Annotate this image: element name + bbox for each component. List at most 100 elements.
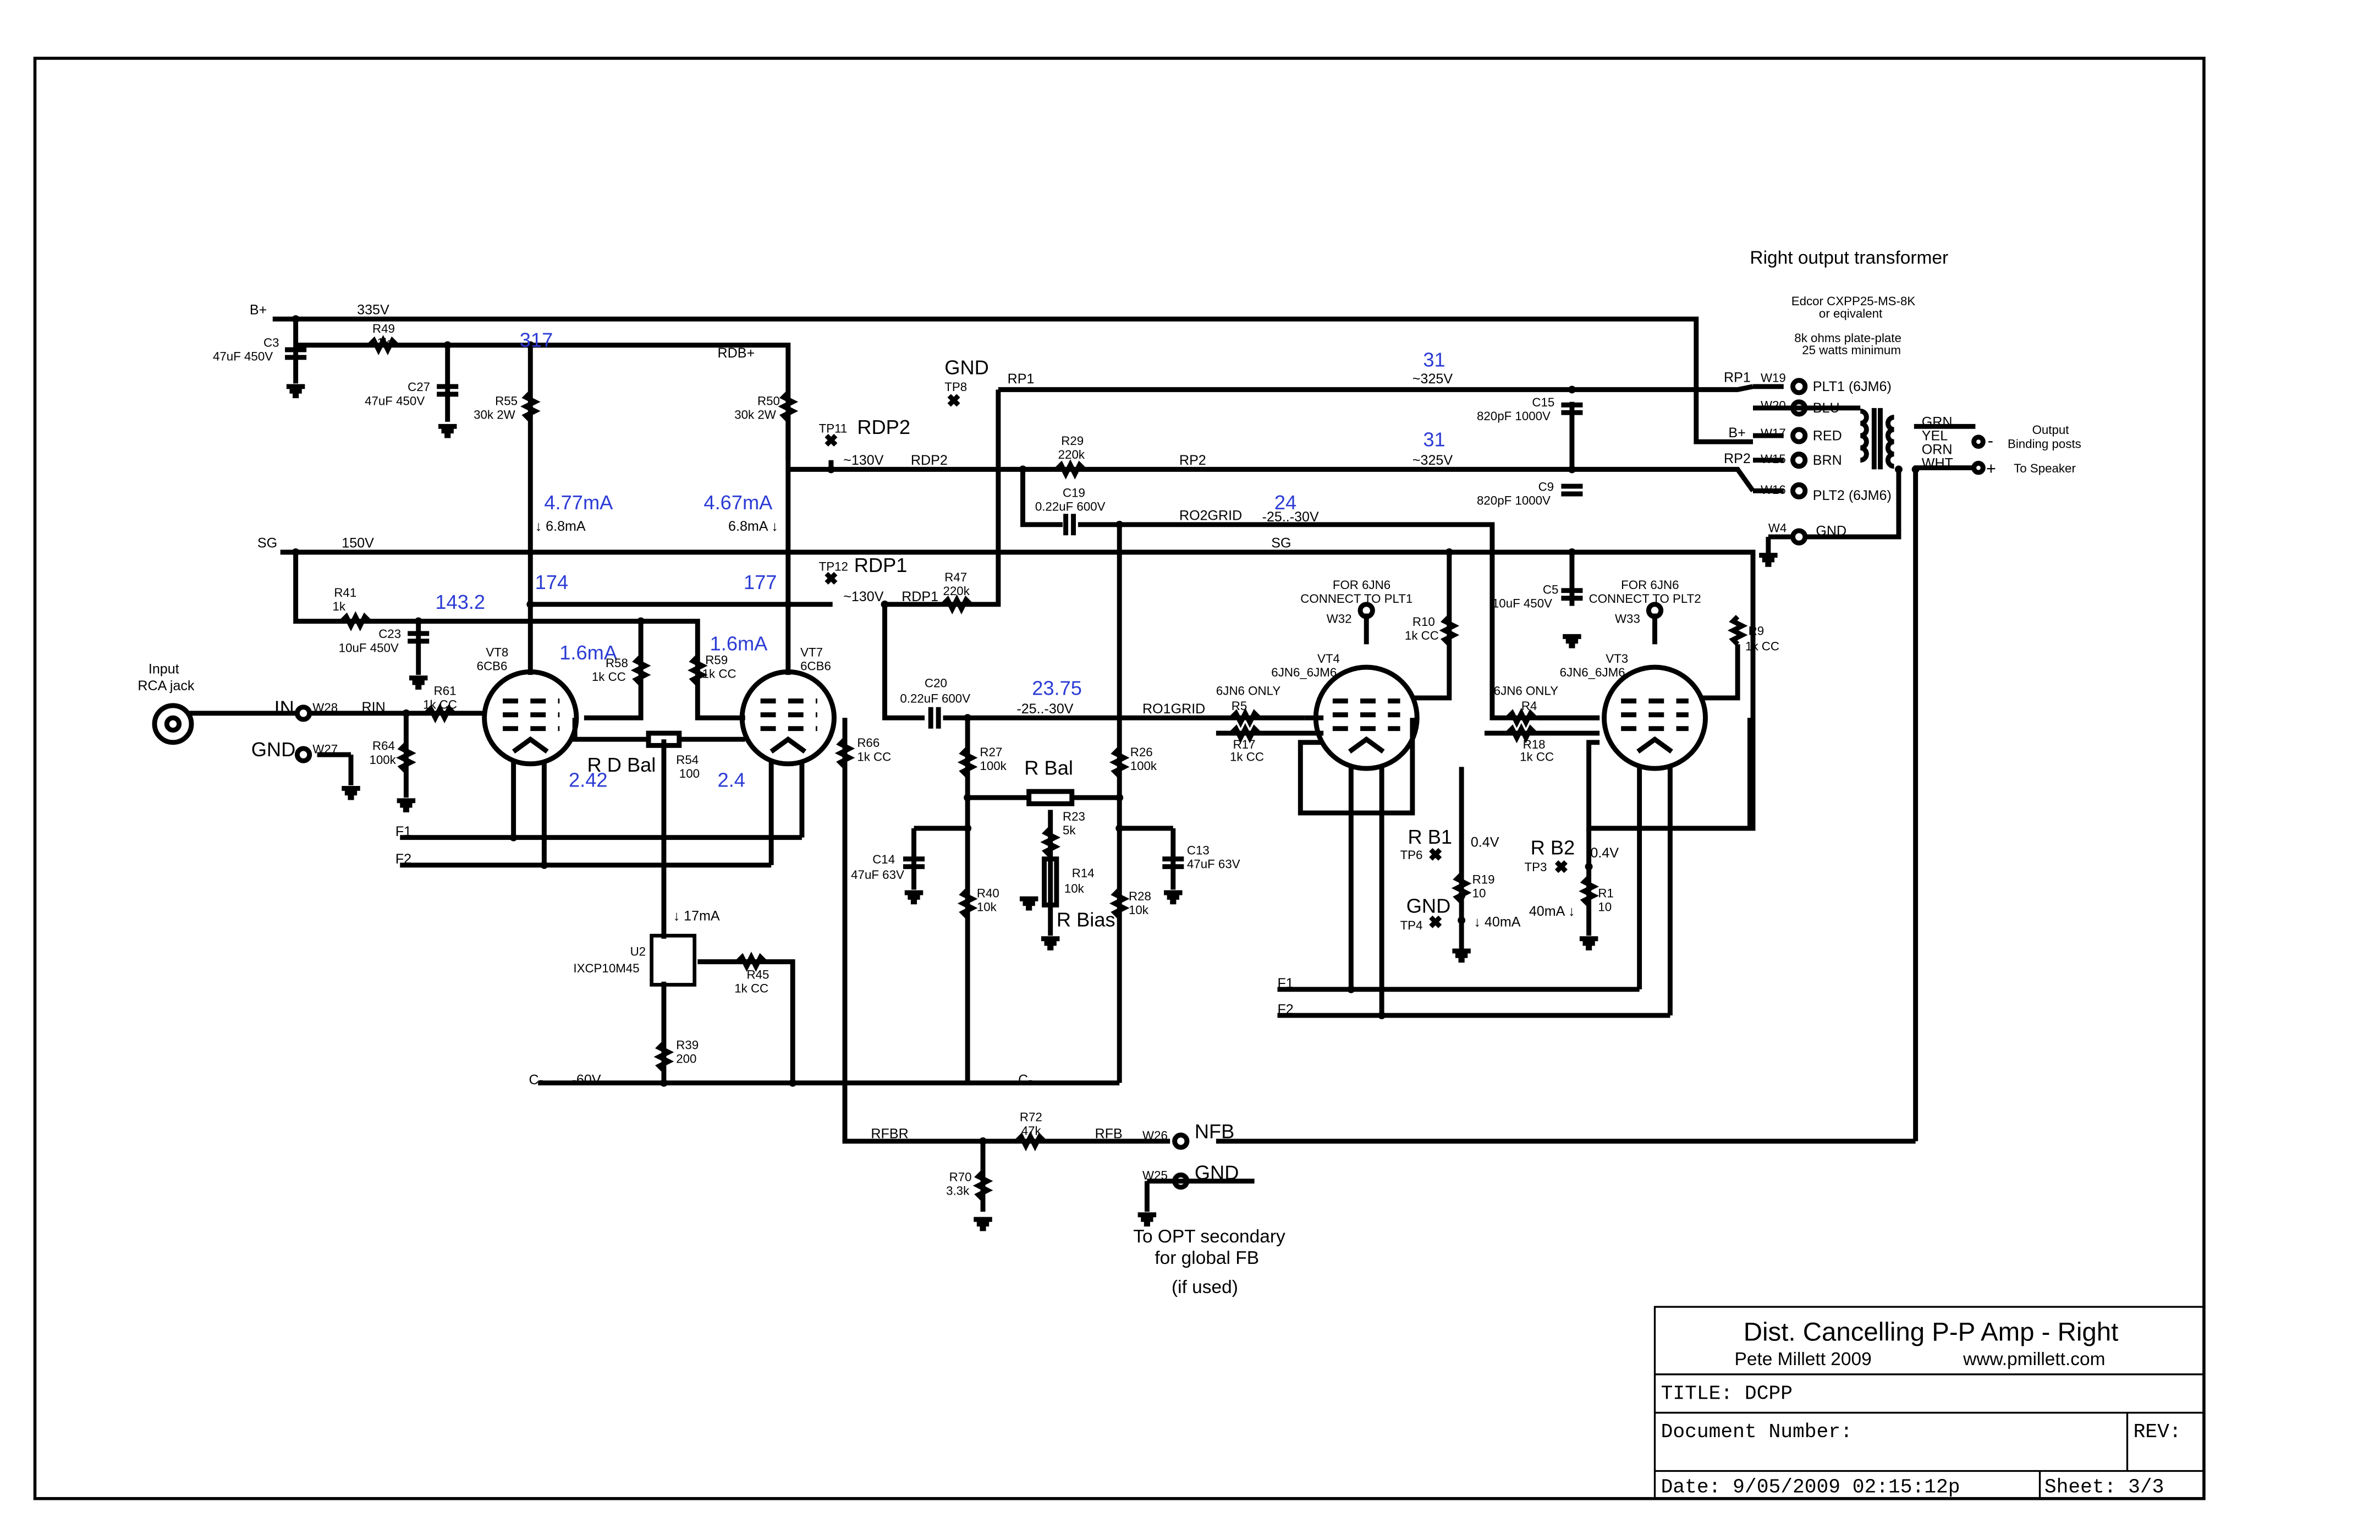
xfmr-out2: Binding posts [2008, 437, 2081, 450]
note-rb1: R B1 [1408, 826, 1453, 848]
xfmr-brn: BRN [1813, 453, 1842, 468]
note-i40b: ↓ 40mA [1474, 914, 1520, 930]
ref-r72: R72 [1020, 1110, 1042, 1124]
wire-w4 [1790, 528, 1808, 546]
ref-r26: R26 [1130, 745, 1153, 759]
note-if-used: (if used) [1172, 1277, 1238, 1297]
pot-r54 [646, 730, 682, 748]
xfmr-orn: ORN [1922, 442, 1953, 457]
wire-label-w28: W28 [312, 701, 338, 714]
meas-2-4: 2.4 [718, 769, 745, 791]
wire-label-w26: W26 [1142, 1129, 1168, 1142]
ref-r9: R9 [1749, 624, 1765, 638]
note-global-fb: for global FB [1155, 1248, 1259, 1268]
val-r47: 220k [943, 584, 970, 598]
resistor-r66 [834, 738, 855, 769]
note-for6jn6a: FOR 6JN6 [1333, 578, 1390, 592]
resistor-r10 [1439, 614, 1460, 646]
note-input: Input [149, 661, 179, 676]
wire-w27 [294, 746, 312, 763]
resistor-r23 [1040, 826, 1061, 858]
wire-label-w27: W27 [312, 742, 338, 756]
ref-r50: R50 [757, 394, 780, 408]
ref-r39: R39 [676, 1038, 699, 1052]
note-rb2: R B2 [1531, 836, 1575, 859]
val-r19: 10 [1472, 886, 1486, 900]
xfmr-out1: Output [2032, 423, 2070, 437]
label-150v: 150V [342, 536, 374, 551]
resistor-r70 [972, 1170, 993, 1202]
testpoint-tp6 [1429, 848, 1442, 861]
meas-143-2: 143.2 [435, 591, 485, 613]
resistors [340, 335, 1748, 1202]
val-r39: 200 [676, 1052, 696, 1066]
ref-c14: C14 [872, 853, 895, 866]
val-r29: 220k [1058, 448, 1085, 461]
note-i6-8b: 6.8mA ↓ [728, 519, 778, 534]
note-rbias: R Bias [1057, 908, 1115, 931]
resistor-r64 [396, 742, 416, 773]
meas-317: 317 [520, 328, 553, 351]
resistor-r29 [1054, 459, 1086, 480]
val-c27: 47uF 450V [365, 394, 425, 408]
resistor-r59 [687, 654, 708, 686]
val-r45: 1k CC [734, 981, 768, 995]
ref-r40: R40 [977, 886, 999, 900]
ref-r41: R41 [334, 586, 356, 600]
ref-r23: R23 [1063, 810, 1085, 823]
xfmr-out3: To Speaker [2014, 461, 2076, 475]
val-r54: 100 [679, 767, 700, 780]
note-25-30a: -25..-30V [1262, 509, 1319, 525]
val-r18: 1k CC [1520, 750, 1554, 763]
website-text: www.pmillett.com [1963, 1349, 2105, 1370]
val-c23: 10uF 450V [339, 641, 399, 654]
capacitor-c20 [928, 707, 941, 729]
label-rp1b: RP1 [1724, 370, 1751, 385]
label-cminus: C- [529, 1072, 543, 1088]
ref-c13: C13 [1187, 843, 1210, 857]
wire-w32 [1357, 602, 1375, 619]
resistor-r9 [1727, 614, 1748, 646]
wire-w15 [1790, 452, 1808, 469]
note-conn2: CONNECT TO PLT2 [1589, 592, 1701, 606]
note-v04a: 0.4V [1471, 834, 1499, 850]
label-f1: F1 [395, 824, 411, 839]
val-c15: 820pF 1000V [1477, 409, 1551, 423]
ref-r4: R4 [1521, 699, 1537, 713]
label-ro1grid: RO1GRID [1142, 701, 1205, 717]
label-cminus2: C- [1018, 1072, 1032, 1088]
rev-field: REV: [2134, 1421, 2181, 1443]
ref-r61: R61 [434, 684, 457, 697]
resistor-r45 [735, 952, 767, 972]
wire-w20 [1790, 399, 1808, 417]
label-sg: SG [257, 536, 277, 551]
connectors [152, 378, 1808, 1190]
pot-rbal [1026, 789, 1075, 806]
val-vt3: 6JN6_6JM6 [1560, 666, 1625, 679]
val-r58: 1k CC [592, 670, 626, 684]
resistor-r72 [1015, 1131, 1046, 1152]
resistor-r17 [1229, 723, 1261, 744]
wire-w25 [1172, 1172, 1190, 1190]
xfmr-grn: GRN [1922, 414, 1953, 430]
capacitor-c5 [1561, 588, 1583, 601]
note-tp6: TP6 [1400, 848, 1423, 862]
val-c9: 820pF 1000V [1477, 494, 1551, 508]
ref-c20: C20 [925, 676, 947, 690]
note-tp4: TP4 [1400, 919, 1423, 932]
meas-23-75: 23.75 [1032, 676, 1082, 699]
val-c5: 10uF 450V [1492, 596, 1552, 610]
xfmr-title: Right output transformer [1750, 248, 1948, 268]
xfmr-w4: W4 [1768, 521, 1787, 535]
resistor-r19 [1451, 872, 1472, 904]
xfmr-wht: WHT [1922, 456, 1953, 471]
meas-31b: 31 [1423, 428, 1445, 451]
xfmr-model: Edcor CXPP25-MS-8K [1791, 294, 1916, 308]
xfmr-w16: W16 [1761, 483, 1786, 497]
ref-r64: R64 [372, 739, 395, 753]
capacitor-c15 [1561, 402, 1583, 415]
resistor-r5 [1229, 707, 1261, 728]
val-r23: 5k [1063, 823, 1076, 837]
xfmr-yel: YEL [1922, 428, 1948, 443]
note-to-opt: To OPT secondary [1133, 1226, 1285, 1247]
